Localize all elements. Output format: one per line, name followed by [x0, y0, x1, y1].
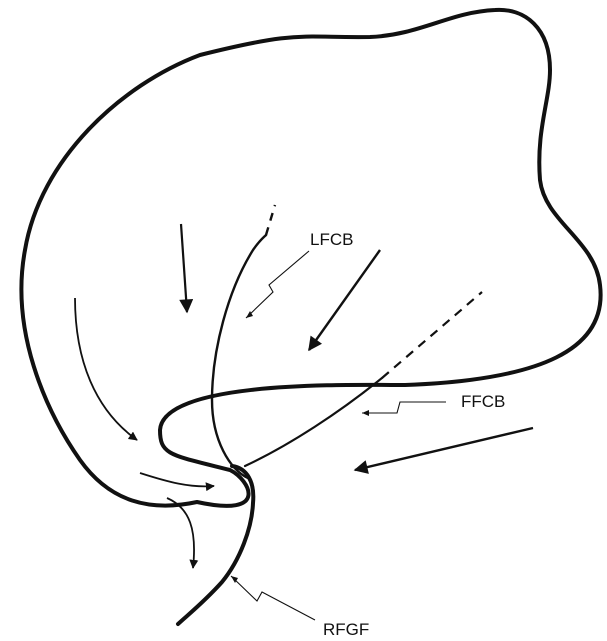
- flow-arrow-west-curved: [75, 298, 137, 440]
- flow-arrow-northeast: [309, 250, 380, 350]
- rfgf-front-line: [178, 466, 253, 624]
- ffcb-label: FFCB: [461, 392, 505, 411]
- ffcb-line: [245, 378, 382, 466]
- lfcb-leader: [246, 251, 309, 318]
- lfcb-line: [212, 235, 266, 478]
- ffcb-leader: [362, 402, 446, 413]
- flow-arrow-north: [181, 224, 187, 312]
- ffcb-line-dashed: [382, 292, 482, 378]
- flow-arrow-east: [355, 428, 533, 470]
- rfgf-leader: [231, 576, 315, 620]
- lfcb-label: LFCB: [310, 230, 353, 249]
- flow-arrow-south: [167, 498, 194, 568]
- flow-arrow-lobe: [140, 473, 214, 486]
- ffcb-leader-tip: [362, 410, 369, 416]
- rfgf-label: RFGF: [323, 620, 369, 639]
- lfcb-line-dashed: [266, 205, 275, 235]
